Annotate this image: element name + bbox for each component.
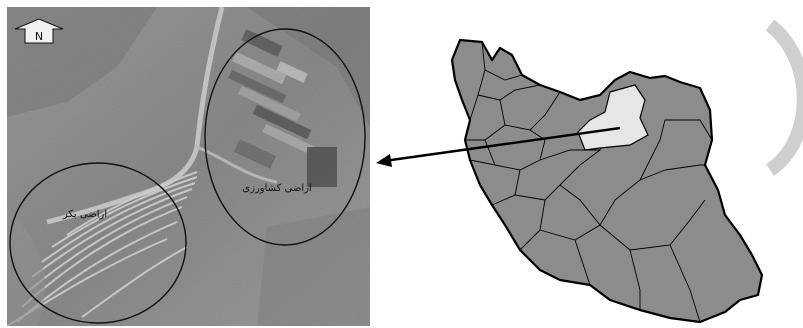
agricultural-area-ellipse [204, 28, 366, 246]
agricultural-area-label: اراضی کشاورزی [242, 183, 311, 194]
north-label: N [35, 30, 43, 43]
barren-area-ellipse [9, 162, 187, 324]
barren-area-label: اراضی بکر [62, 209, 107, 220]
province-map [376, 19, 803, 324]
north-arrow-icon: N [14, 18, 64, 44]
arrow-icon [376, 126, 621, 167]
decorative-arc [765, 19, 803, 176]
highlighted-province [577, 84, 649, 151]
country-outline [450, 38, 764, 324]
satellite-image: N اراضی کشاورزی اراضی بکر [7, 7, 370, 326]
